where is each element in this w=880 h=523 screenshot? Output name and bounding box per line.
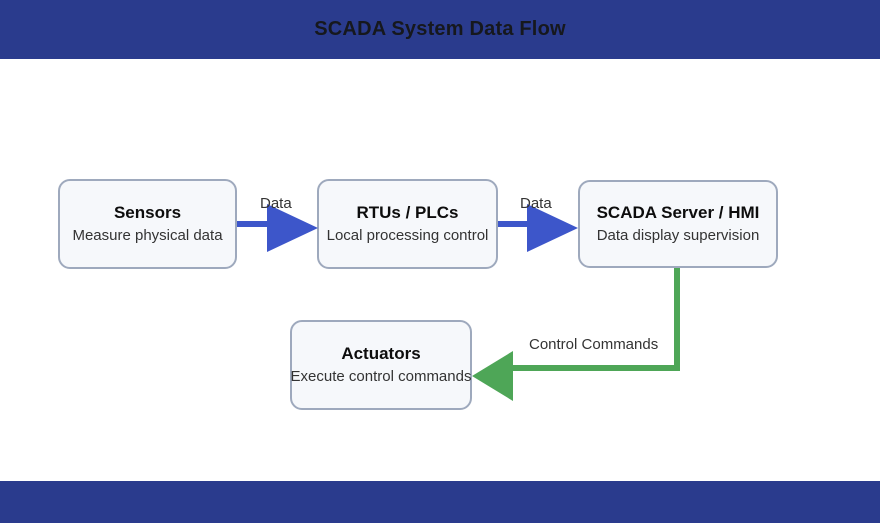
page-title: SCADA System Data Flow (314, 18, 566, 40)
node-rtus-plcs: RTUs / PLCs Local processing control (317, 179, 498, 269)
node-scada-server-hmi: SCADA Server / HMI Data display supervis… (578, 180, 778, 268)
edge-label: Control Commands (529, 336, 659, 353)
node-subtitle: Measure physical data (72, 226, 223, 244)
node-subtitle: Data display supervision (596, 226, 760, 244)
node-sensors: Sensors Measure physical data (58, 179, 237, 269)
edge-line (498, 221, 531, 227)
edge-line-vertical (674, 268, 680, 371)
header-bar: SCADA System Data Flow (0, 0, 880, 59)
edge-line-horizontal (509, 365, 680, 371)
node-title: Actuators (341, 343, 421, 363)
node-subtitle: Execute control commands (290, 367, 472, 385)
node-title: SCADA Server / HMI (596, 202, 760, 222)
node-title: RTUs / PLCs (356, 202, 459, 222)
arrowhead-left-icon (472, 351, 513, 401)
edge-line (237, 221, 270, 227)
node-actuators: Actuators Execute control commands (290, 320, 472, 410)
edge-label: Data (520, 195, 552, 212)
arrowhead-right-icon (527, 204, 578, 252)
edge-label: Data (260, 195, 292, 212)
node-title: Sensors (113, 202, 182, 222)
arrowhead-right-icon (267, 204, 318, 252)
footer-bar (0, 481, 880, 523)
node-subtitle: Local processing control (326, 226, 489, 244)
